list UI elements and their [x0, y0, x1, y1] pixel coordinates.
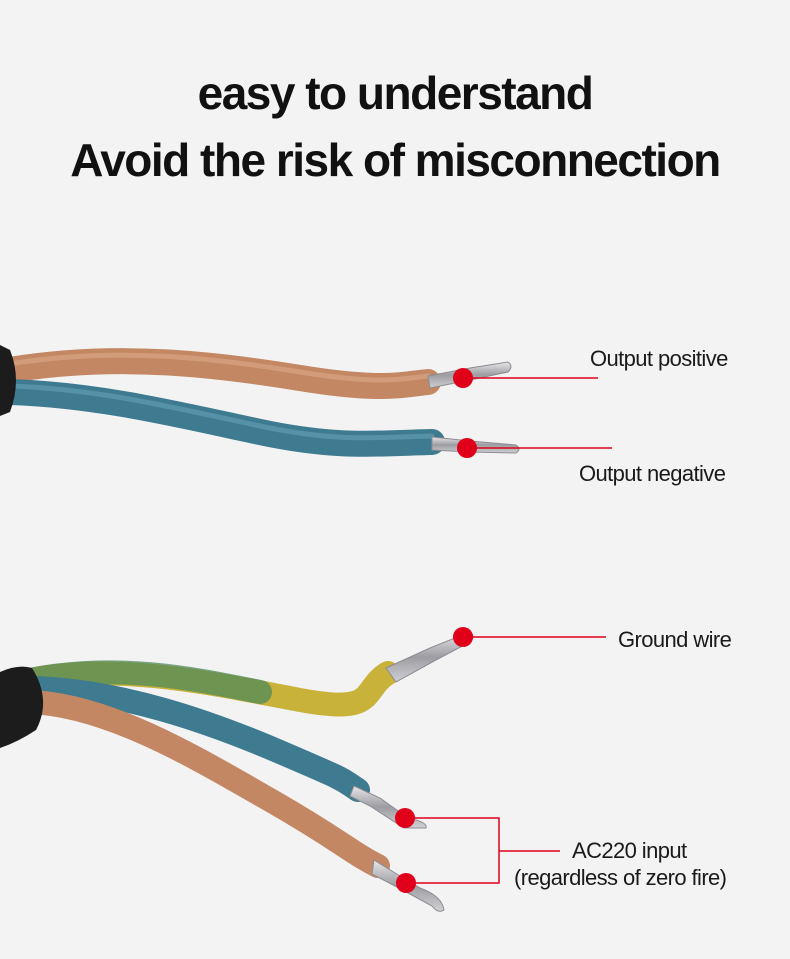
blue-wire-top [0, 379, 445, 457]
blue-wire-bottom [18, 676, 370, 802]
marker-ground-wire [453, 627, 473, 647]
brown-wire-bottom [18, 690, 390, 878]
label-ac220-input: AC220 input [572, 838, 687, 863]
headline-line-1: easy to understand [197, 67, 594, 119]
callouts [395, 368, 612, 893]
marker-output-negative [457, 438, 477, 458]
copper-tip-neutral [349, 785, 427, 829]
marker-output-positive [453, 368, 473, 388]
brown-wire-top [0, 348, 441, 399]
marker-ac220-neutral [395, 808, 415, 828]
marker-ac220-live [396, 873, 416, 893]
two-core-cable [0, 345, 520, 457]
label-output-positive: Output positive [590, 346, 728, 371]
cable-sheath-bottom [0, 666, 44, 748]
three-core-cable [0, 631, 474, 912]
label-ac220-note: (regardless of zero fire) [514, 865, 727, 890]
cable-sheath-top [0, 345, 16, 416]
label-output-negative: Output negative [579, 461, 726, 486]
headline-line-2: Avoid the risk of misconnection [70, 134, 721, 186]
label-ground-wire: Ground wire [618, 627, 732, 652]
